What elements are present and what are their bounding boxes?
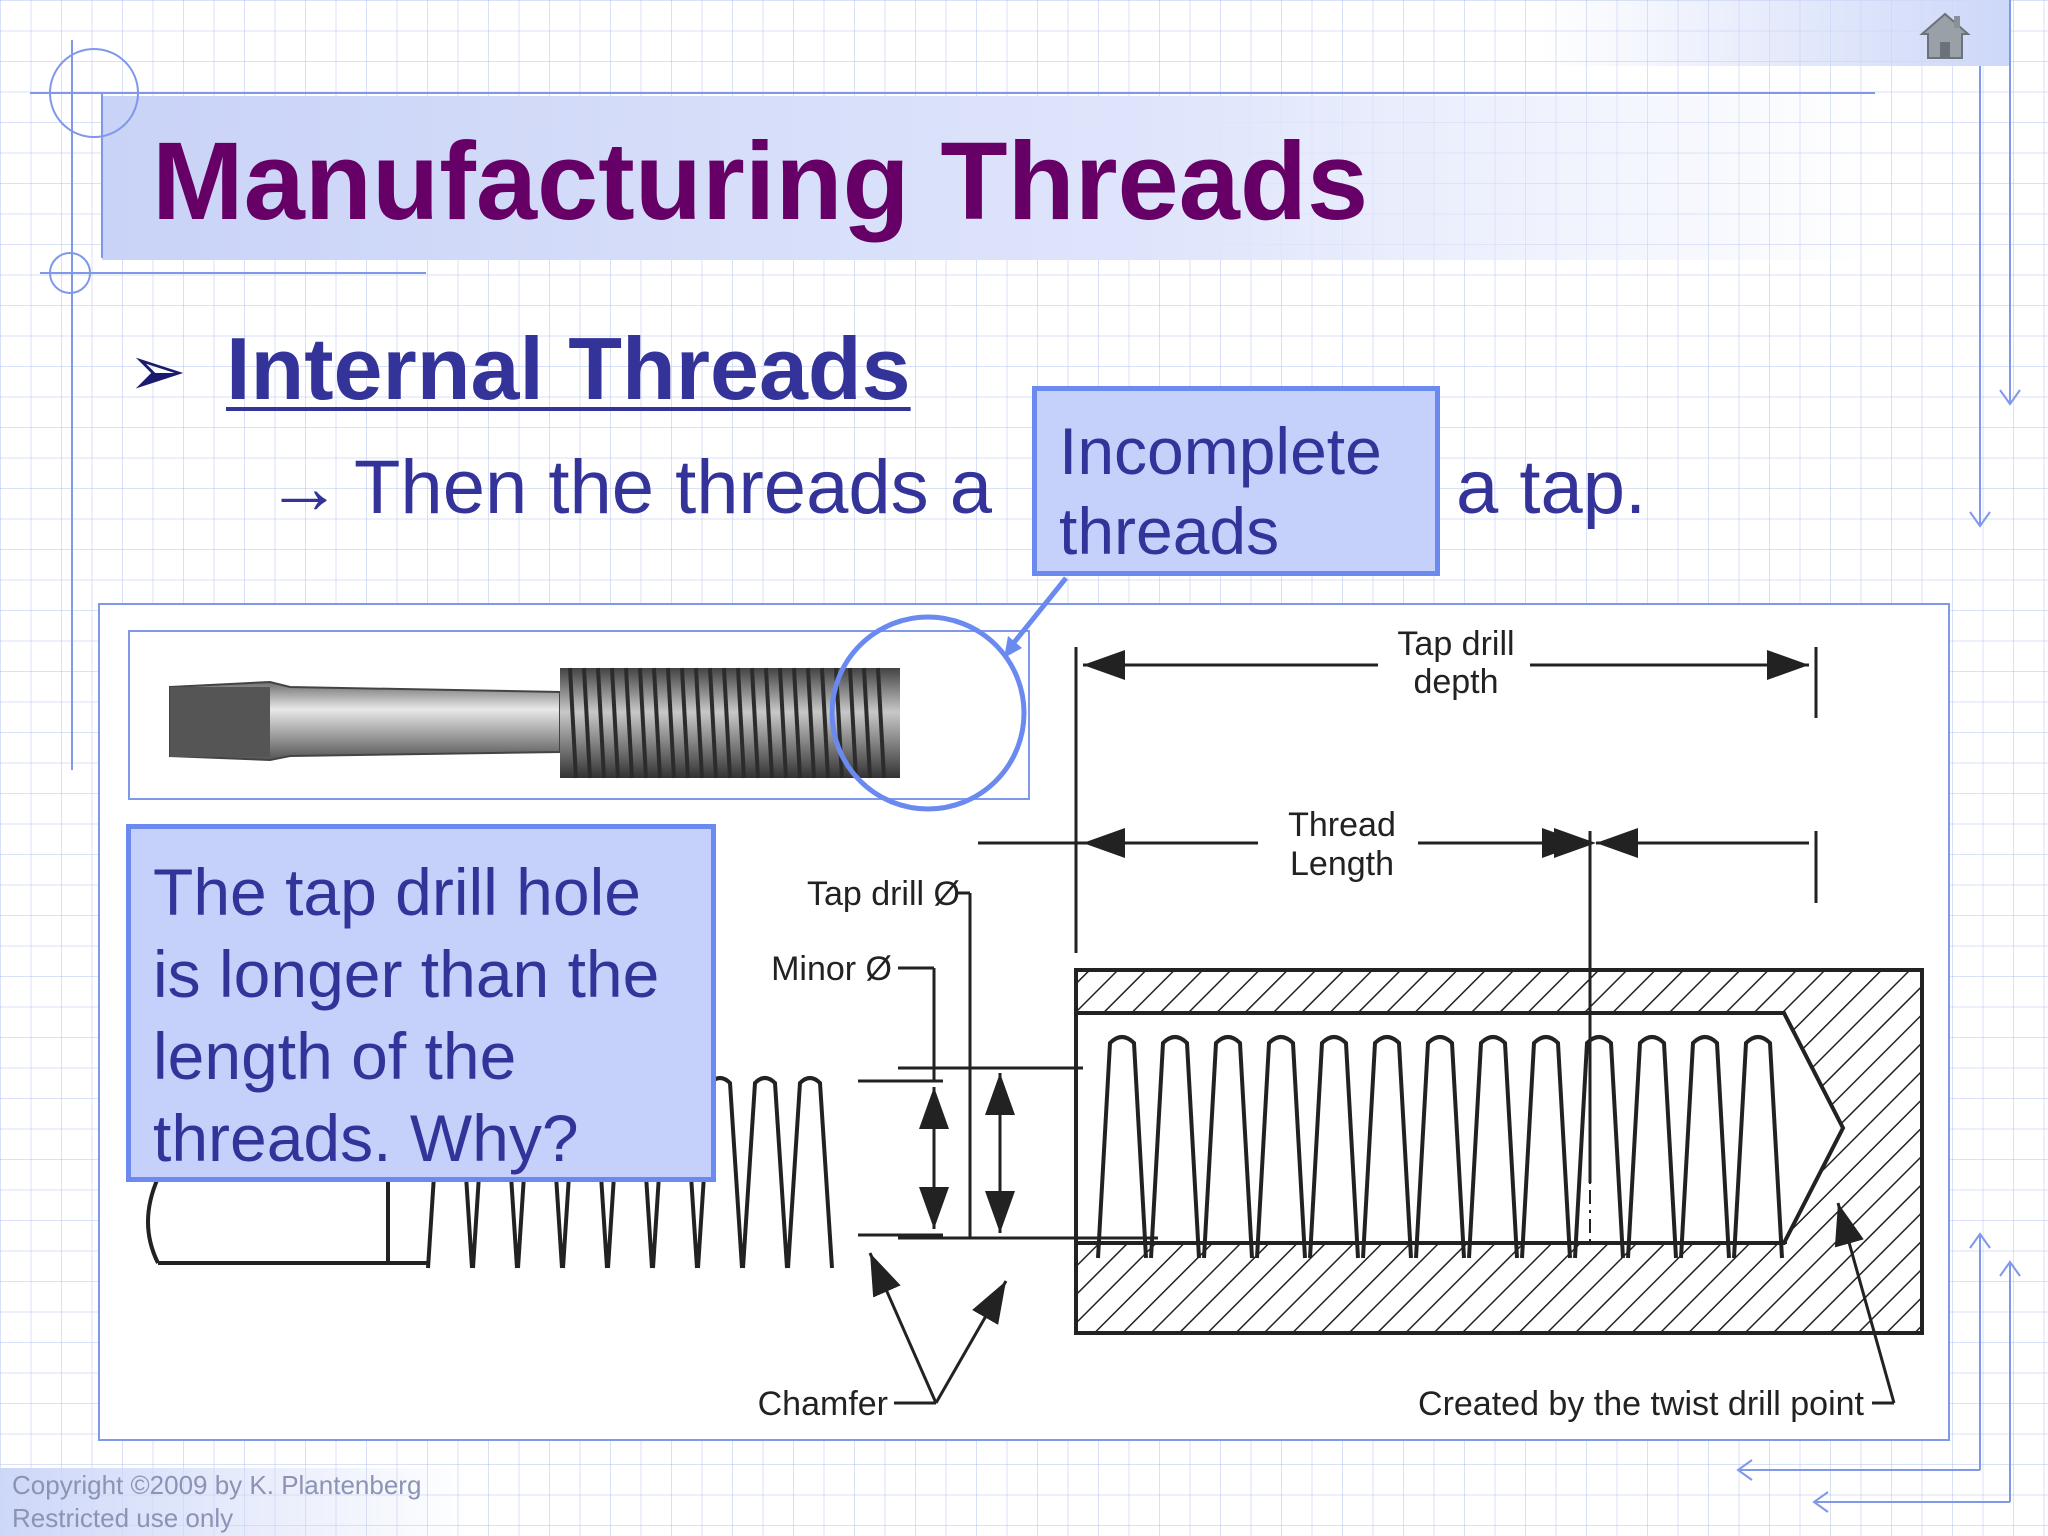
tap-drill-depth-label-line2: depth bbox=[1413, 663, 1498, 701]
hole-thread bbox=[1096, 1035, 1148, 1259]
tap-tooth bbox=[652, 667, 662, 779]
callout-top-line-2: threads bbox=[1059, 494, 1280, 568]
twist-drill-point-label: Created by the twist drill point bbox=[1418, 1385, 1865, 1423]
internal-thread-drawing: Tap drill depth Thread Length Tap drill … bbox=[146, 625, 1924, 1423]
hole-thread bbox=[1467, 1035, 1519, 1259]
tap-tooth bbox=[610, 667, 620, 779]
arrowhead-bullet-icon: ➢ bbox=[128, 332, 187, 410]
title-band bbox=[102, 96, 1882, 260]
copyright-band bbox=[0, 1468, 470, 1536]
tap-tooth bbox=[806, 667, 816, 779]
tap-thread bbox=[741, 1076, 789, 1269]
hole-thread bbox=[1361, 1035, 1413, 1259]
sub-bullet-text-right: a tap. bbox=[1456, 445, 1647, 530]
tap-tooth bbox=[666, 667, 676, 779]
hole-thread bbox=[1149, 1035, 1201, 1259]
callout-left-line-2: is longer than the bbox=[153, 937, 660, 1011]
hole-thread bbox=[1732, 1035, 1784, 1259]
copyright-line: Copyright ©2009 by K. Plantenberg bbox=[12, 1470, 422, 1500]
tap-drill-depth-label: Tap drill bbox=[1397, 625, 1514, 663]
home-icon[interactable] bbox=[1918, 8, 1972, 62]
tap-tooth bbox=[750, 667, 760, 779]
callout-left-line-4: threads. Why? bbox=[153, 1101, 579, 1175]
minor-diameter-label: Minor Ø bbox=[771, 950, 892, 988]
section-heading: Internal Threads bbox=[226, 319, 911, 418]
hole-thread bbox=[1573, 1035, 1625, 1259]
callout-top-line-1: Incomplete bbox=[1059, 414, 1382, 488]
thread-length-label-line2: Length bbox=[1290, 845, 1394, 883]
tap-tooth bbox=[582, 667, 592, 779]
chamfer-label: Chamfer bbox=[758, 1385, 888, 1423]
workpiece-section bbox=[1074, 968, 1924, 1335]
tap-tooth bbox=[596, 667, 606, 779]
tap-tooth bbox=[568, 667, 578, 779]
restricted-use-line: Restricted use only bbox=[12, 1503, 234, 1533]
thread-length-label: Thread bbox=[1288, 806, 1396, 844]
tap-tooth bbox=[638, 667, 648, 779]
tap-thread bbox=[786, 1076, 834, 1269]
question-callout: The tap drill hole is longer than the le… bbox=[126, 824, 716, 1182]
slide-title: Manufacturing Threads bbox=[152, 120, 1369, 243]
sub-bullet-text-left: Then the threads a bbox=[354, 445, 992, 530]
hole-thread bbox=[1202, 1035, 1254, 1259]
tap-tooth bbox=[680, 667, 690, 779]
hole-thread bbox=[1255, 1035, 1307, 1259]
tap-tooth bbox=[722, 667, 732, 779]
tap-drill-diameter-label: Tap drill Ø bbox=[807, 875, 960, 913]
tap-tooth bbox=[736, 667, 746, 779]
tap-tooth bbox=[792, 667, 802, 779]
tap-tooth bbox=[694, 667, 704, 779]
sub-bullet-arrow-icon: → bbox=[266, 445, 342, 530]
tap-tooth bbox=[778, 667, 788, 779]
tap-tooth bbox=[708, 667, 718, 779]
hole-thread bbox=[1626, 1035, 1678, 1259]
hole-thread bbox=[1308, 1035, 1360, 1259]
tap-tooth bbox=[820, 667, 830, 779]
callout-left-line-3: length of the bbox=[153, 1019, 517, 1093]
tap-tooth bbox=[764, 667, 774, 779]
hole-thread bbox=[1520, 1035, 1572, 1259]
incomplete-threads-callout: Incomplete threads bbox=[1032, 386, 1440, 576]
tap-tooth bbox=[624, 667, 634, 779]
hole-thread bbox=[1414, 1035, 1466, 1259]
callout-left-line-1: The tap drill hole bbox=[153, 855, 641, 929]
hole-thread bbox=[1679, 1035, 1731, 1259]
